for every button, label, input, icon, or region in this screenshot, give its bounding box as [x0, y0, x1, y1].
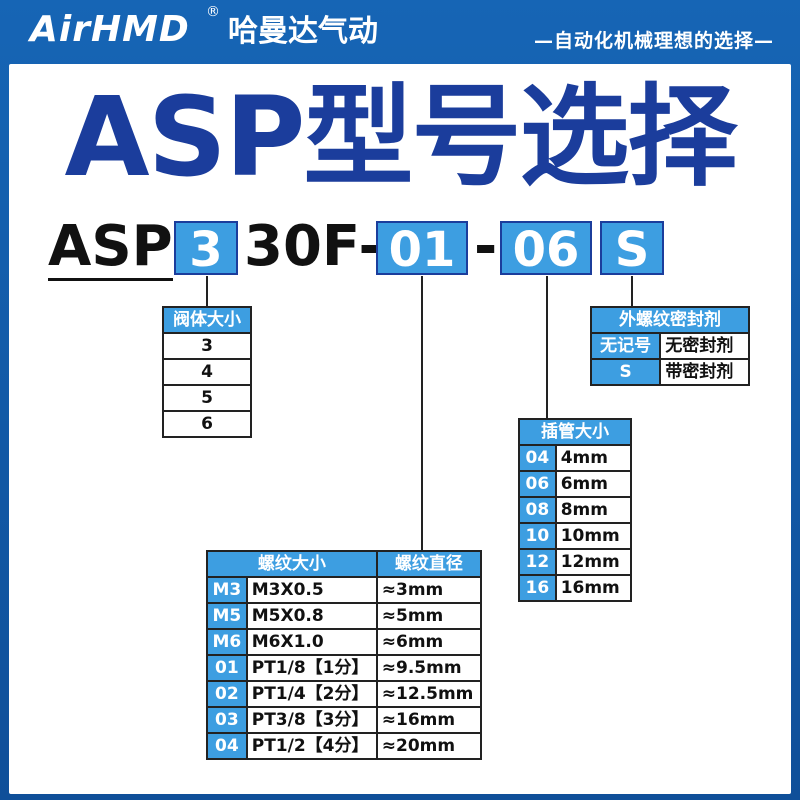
- thread-code: 04: [206, 732, 248, 760]
- thread-dia: ≈6mm: [375, 628, 483, 656]
- thread-code: 02: [206, 680, 248, 708]
- thread-spec: PT1/2【4分】: [245, 732, 378, 760]
- thread-dia: ≈3mm: [375, 576, 483, 604]
- sealant-desc: 无密封剂: [659, 332, 750, 360]
- valve-size-cell: 3: [162, 332, 252, 360]
- thread-spec: PT1/8【1分】: [245, 654, 378, 682]
- tube-size: 12mm: [554, 548, 633, 576]
- valve-size-cell: 5: [162, 384, 252, 412]
- sealant-desc: 带密封剂: [659, 358, 750, 386]
- code-box-valve-size: 3: [174, 221, 238, 277]
- thread-code: M3: [206, 576, 248, 604]
- connector-line-valve: [206, 276, 208, 308]
- thread-diameter-header: 螺纹直径: [375, 550, 483, 578]
- header-bar: AirHMD ® 哈曼达气动 —自动化机械理想的选择—: [0, 0, 800, 64]
- code-box-tube: 06: [500, 221, 592, 277]
- thread-spec: PT3/8【3分】: [245, 706, 378, 734]
- thread-code: M6: [206, 628, 248, 656]
- thread-dia: ≈5mm: [375, 602, 483, 630]
- page-title: ASP型号选择: [64, 73, 738, 201]
- thread-code: 01: [206, 654, 248, 682]
- thread-dia: ≈20mm: [375, 732, 483, 760]
- registered-mark: ®: [206, 4, 220, 20]
- valve-size-header: 阀体大小: [162, 306, 252, 334]
- model-dash: -: [474, 214, 498, 279]
- tube-size: 4mm: [554, 444, 633, 472]
- thread-spec: PT1/4【2分】: [245, 680, 378, 708]
- tube-size: 10mm: [554, 522, 633, 550]
- valve-size-table: 阀体大小 3 4 5 6: [162, 306, 252, 438]
- brand-logo: AirHMD: [30, 9, 190, 50]
- valve-size-cell: 6: [162, 410, 252, 438]
- code-box-thread: 01: [376, 221, 468, 277]
- tube-size: 6mm: [554, 470, 633, 498]
- tube-code: 16: [518, 574, 557, 602]
- thread-spec: M3X0.5: [245, 576, 378, 604]
- tube-code: 12: [518, 548, 557, 576]
- tube-code: 04: [518, 444, 557, 472]
- sealant-code: S: [589, 358, 662, 386]
- thread-spec: M5X0.8: [245, 602, 378, 630]
- tube-code: 10: [518, 522, 557, 550]
- tube-code: 08: [518, 496, 557, 524]
- thread-size-header: 螺纹大小: [206, 550, 378, 578]
- thread-dia: ≈9.5mm: [375, 654, 483, 682]
- thread-code: 03: [206, 706, 248, 734]
- connector-line-sealant: [631, 276, 633, 306]
- thread-spec: M6X1.0: [245, 628, 378, 656]
- tube-size: 16mm: [554, 574, 633, 602]
- tube-code: 06: [518, 470, 557, 498]
- connector-line-tube: [546, 276, 548, 418]
- code-box-sealant: S: [600, 221, 664, 277]
- tube-size: 8mm: [554, 496, 633, 524]
- model-prefix: ASP: [48, 214, 173, 281]
- connector-line-thread: [421, 276, 423, 550]
- sealant-table: 外螺纹密封剂 无记号 无密封剂 S 带密封剂: [589, 306, 750, 386]
- thread-dia: ≈16mm: [375, 706, 483, 734]
- sealant-header: 外螺纹密封剂: [590, 306, 750, 334]
- thread-dia: ≈12.5mm: [375, 680, 483, 708]
- thread-code: M5: [206, 602, 248, 630]
- valve-size-cell: 4: [162, 358, 252, 386]
- slogan: —自动化机械理想的选择—: [533, 30, 774, 52]
- model-middle: 30F-: [244, 214, 382, 279]
- sealant-code: 无记号: [589, 332, 662, 360]
- brand-name-cn: 哈曼达气动: [228, 14, 378, 49]
- tube-size-header: 插管大小: [518, 418, 632, 446]
